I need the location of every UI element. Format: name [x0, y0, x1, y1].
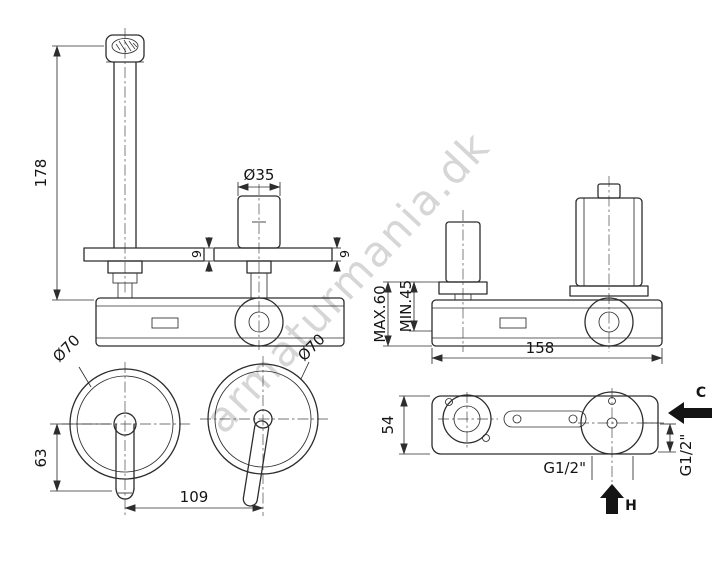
spout-front-tube — [115, 423, 135, 500]
dim-o35: Ø35 — [237, 166, 281, 196]
body-outline — [431, 395, 659, 455]
handle-escutcheon-outer — [207, 363, 319, 475]
dim-158-label: 158 — [526, 339, 555, 357]
dim-178: 178 — [32, 45, 104, 301]
body-view: 54 G1/2" G1/2" C H — [379, 385, 712, 514]
body-housing — [431, 391, 659, 455]
side-inwall-body — [431, 297, 663, 347]
dim-o70-left-label: Ø70 — [49, 331, 84, 366]
hot-inlet: H — [600, 484, 637, 514]
dim-g12-bottom: G1/2" — [543, 456, 634, 480]
dim-max60: MAX.60 — [371, 281, 439, 347]
dim-min45-label: MIN.45 — [397, 280, 415, 332]
valve-port — [234, 297, 284, 347]
dim-109-label: 109 — [180, 488, 209, 506]
dim-9-left-label: 9 — [189, 250, 204, 258]
dim-o35-label: Ø35 — [244, 166, 275, 184]
dim-178-label: 178 — [32, 159, 50, 188]
inwall-body — [95, 297, 345, 347]
dim-max60-label: MAX.60 — [371, 285, 389, 342]
dim-9-right: 9 — [332, 237, 352, 272]
spout-wall-plate — [83, 247, 205, 262]
side-view: MAX.60 MIN.45 158 — [371, 176, 663, 364]
dim-g12-side-label: G1/2" — [677, 434, 695, 477]
lever-shape — [242, 420, 270, 507]
spout-assembly — [105, 34, 145, 249]
cold-label: C — [696, 385, 706, 401]
dim-min45: MIN.45 — [397, 280, 432, 332]
handle-wall-plate — [213, 247, 333, 262]
dim-158: 158 — [431, 339, 663, 364]
dim-g12-side: G1/2" — [658, 423, 695, 477]
side-valve-port — [584, 297, 634, 347]
dim-54: 54 — [379, 395, 430, 455]
dim-109: 109 — [124, 488, 264, 512]
hot-label: H — [625, 498, 637, 514]
lever-pivot — [253, 409, 273, 429]
cold-arrow-icon — [668, 402, 712, 424]
spout-base — [113, 412, 137, 436]
plan-view: 178 Ø35 9 9 — [32, 28, 352, 350]
cold-inlet: C — [668, 385, 712, 424]
side-handle — [438, 221, 488, 300]
side-body-outline — [431, 299, 663, 347]
dim-o70-left: Ø70 — [49, 331, 92, 388]
dim-9-right-label: 9 — [337, 250, 352, 258]
spout-aerator-mesh — [111, 38, 139, 54]
left-port — [442, 394, 492, 444]
mounting-slot — [503, 410, 587, 428]
screw-hole — [482, 434, 490, 442]
hot-arrow-icon — [600, 484, 624, 514]
inwall-body-outline — [95, 297, 345, 347]
handle-lever — [242, 420, 270, 507]
dim-63: 63 — [32, 423, 112, 492]
side-handle-flange — [438, 281, 488, 295]
dim-54-label: 54 — [379, 415, 397, 434]
cartridge-flange — [569, 285, 649, 297]
dim-63-label: 63 — [32, 448, 50, 467]
wall-fittings — [107, 260, 272, 298]
screw-hole — [445, 398, 453, 406]
side-cartridge — [569, 183, 649, 297]
dim-9-left: 9 — [189, 237, 213, 272]
dim-g12-bottom-label: G1/2" — [543, 459, 586, 477]
